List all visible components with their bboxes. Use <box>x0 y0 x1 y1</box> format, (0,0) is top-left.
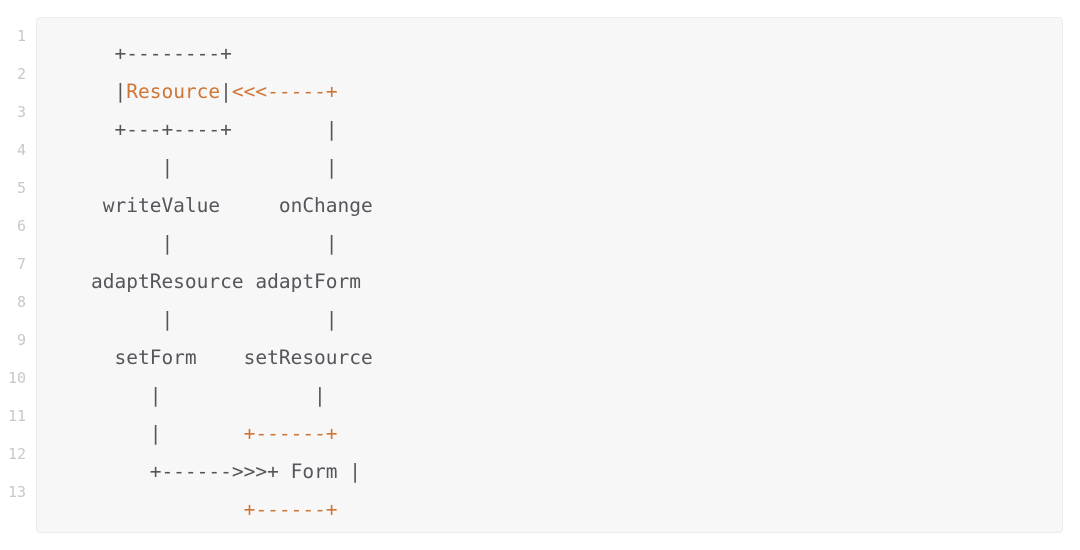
line-number: 10 <box>7 369 26 387</box>
code-token: writeValue onChange <box>91 194 373 217</box>
line-number: 2 <box>16 65 26 83</box>
line-number: 7 <box>16 255 26 273</box>
code-line[interactable]: writeValue onChange <box>91 187 1062 225</box>
code-line[interactable]: +------>>>+ Form | <box>91 453 1062 491</box>
code-content[interactable]: +--------+ |Resource|<<<-----+ +---+----… <box>91 35 1062 532</box>
code-token: | | <box>91 384 326 407</box>
line-number: 8 <box>16 293 26 311</box>
code-token: | <box>220 80 232 103</box>
code-line[interactable]: | | <box>91 377 1062 415</box>
line-number: 11 <box>7 407 26 425</box>
line-number: 6 <box>16 217 26 235</box>
code-token-accent: <<<-----+ <box>231 80 338 103</box>
line-number: 5 <box>16 179 26 197</box>
code-token: | | <box>91 232 338 255</box>
code-token-accent: +------+ <box>243 422 338 445</box>
code-token <box>91 498 244 521</box>
code-line[interactable]: +--------+ <box>91 35 1062 73</box>
code-token: | <box>91 80 127 103</box>
line-number: 13 <box>7 483 26 501</box>
code-line[interactable]: +------+ <box>91 491 1062 529</box>
code-line[interactable]: |Resource|<<<-----+ <box>91 73 1062 111</box>
code-line[interactable]: +---+----+ | <box>91 111 1062 149</box>
code-line[interactable]: setForm setResource <box>91 339 1062 377</box>
code-token: adaptResource adaptForm <box>91 270 362 293</box>
line-number: 4 <box>16 141 26 159</box>
code-line[interactable]: adaptResource adaptForm <box>91 263 1062 301</box>
line-number: 9 <box>16 331 26 349</box>
code-token: setForm setResource <box>91 346 373 369</box>
code-line[interactable]: | +------+ <box>91 415 1062 453</box>
code-token: +---+----+ | <box>91 118 338 141</box>
code-token: | | <box>91 308 338 331</box>
code-token: | | <box>91 156 338 179</box>
code-block[interactable]: +--------+ |Resource|<<<-----+ +---+----… <box>36 17 1063 533</box>
line-number: 3 <box>16 103 26 121</box>
line-number: 1 <box>16 27 26 45</box>
code-token: +------>>>+ Form | <box>91 460 362 483</box>
code-token: | <box>91 422 244 445</box>
code-line[interactable]: | | <box>91 149 1062 187</box>
code-line[interactable]: | | <box>91 301 1062 339</box>
code-token-accent: +------+ <box>243 498 338 521</box>
code-token: +--------+ <box>91 42 232 65</box>
code-token-accent: Resource <box>126 80 221 103</box>
line-number: 12 <box>7 445 26 463</box>
code-line[interactable]: | | <box>91 225 1062 263</box>
